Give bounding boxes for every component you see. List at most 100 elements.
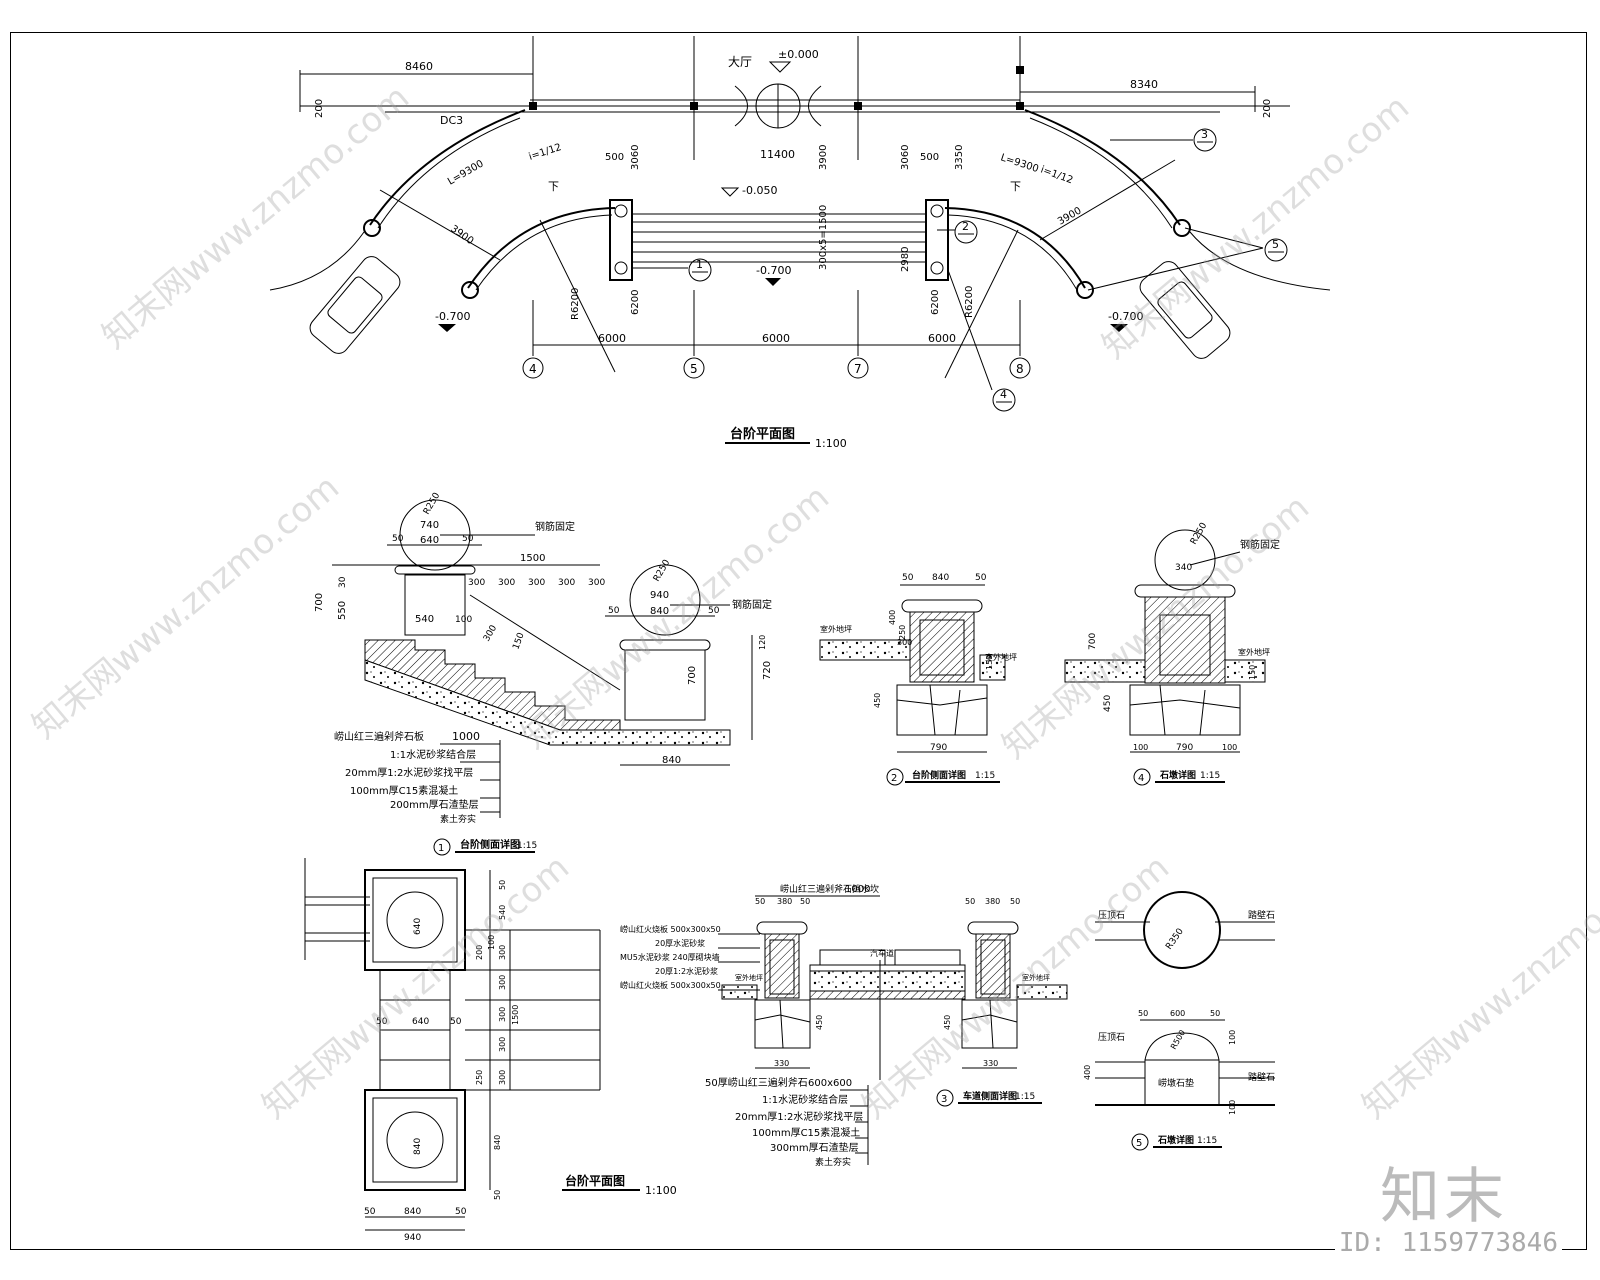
svg-text:20厚1:2水泥砂浆: 20厚1:2水泥砂浆 (655, 966, 718, 976)
door-tag: DC3 (440, 114, 463, 127)
level-left-low: -0.700 (435, 310, 470, 323)
bollard (1173, 219, 1191, 237)
dim-2980: 2980 (900, 247, 911, 272)
svg-text:940: 940 (404, 1233, 421, 1243)
svg-text:1000: 1000 (845, 884, 870, 895)
svg-text:600x600: 600x600 (808, 1078, 852, 1089)
svg-text:50: 50 (800, 897, 810, 906)
svg-text:120: 120 (758, 635, 767, 650)
svg-text:20厚水泥砂浆: 20厚水泥砂浆 (655, 938, 705, 948)
dim-500: 500 (605, 152, 624, 163)
section-1-stair-side: R250 740 640 50 50 钢筋固定 1500 300 300 300… (314, 491, 773, 856)
svg-text:崂山红三遍剁斧石挡水坎: 崂山红三遍剁斧石挡水坎 (780, 883, 879, 895)
svg-text:300: 300 (498, 1037, 507, 1052)
svg-text:940: 940 (650, 590, 669, 601)
svg-text:50: 50 (493, 1190, 502, 1200)
svg-text:400: 400 (888, 610, 897, 625)
svg-text:300: 300 (468, 578, 485, 588)
svg-text:50: 50 (1138, 1009, 1148, 1018)
svg-text:3: 3 (1201, 128, 1208, 141)
svg-text:8: 8 (1016, 362, 1024, 376)
svg-text:钢筋固定: 钢筋固定 (1240, 538, 1280, 551)
svg-text:380: 380 (777, 897, 792, 906)
svg-text:300: 300 (897, 638, 912, 647)
section-2-stair-side: 840 50 50 400 250 300 450 150 室外地坪 室外地坪 … (819, 573, 1017, 786)
level-top: ±0.000 (778, 48, 819, 61)
center-stairs (609, 199, 949, 281)
svg-text:1:100: 1:100 (645, 1184, 677, 1197)
svg-text:50: 50 (608, 606, 620, 616)
bollard (1076, 281, 1094, 299)
svg-text:素土夯实: 素土夯实 (815, 1156, 851, 1168)
grid-marker-7: 7 (847, 357, 869, 379)
revolving-door (734, 83, 822, 129)
svg-text:50: 50 (902, 573, 914, 583)
section-3-title: 车道侧面详图 (963, 1090, 1017, 1102)
svg-text:450: 450 (1103, 695, 1113, 712)
svg-text:R500: R500 (1169, 1028, 1187, 1051)
dim-3900: 3900 (818, 145, 829, 170)
svg-text:1:1水泥砂浆结合层: 1:1水泥砂浆结合层 (762, 1093, 848, 1106)
svg-text:100: 100 (487, 935, 496, 950)
svg-text:4: 4 (1000, 388, 1007, 401)
svg-text:380: 380 (985, 897, 1000, 906)
plan-2: 640 840 50 640 50 50 540 200 100 300 300… (304, 858, 677, 1243)
drawing-frame (10, 32, 1587, 1250)
svg-text:200mm厚石渣垫层: 200mm厚石渣垫层 (390, 798, 479, 811)
svg-text:100: 100 (455, 615, 472, 625)
svg-text:700: 700 (314, 593, 325, 612)
svg-text:汽车道: 汽车道 (870, 948, 894, 958)
svg-text:100mm厚C15素混凝土: 100mm厚C15素混凝土 (752, 1126, 860, 1139)
plan-title: 台阶平面图 (730, 426, 795, 442)
section-4-title: 石墩详图 (1159, 769, 1196, 781)
svg-text:1000: 1000 (452, 730, 480, 743)
svg-text:50: 50 (498, 880, 507, 890)
svg-text:50: 50 (1210, 1009, 1220, 1018)
column (854, 102, 862, 110)
plan-main: 8460 8340 200 200 DC3 大厅 ±0.000 3900 L=9… (269, 36, 1331, 450)
svg-text:340: 340 (1175, 563, 1192, 573)
bollard (461, 281, 479, 299)
svg-text:300: 300 (498, 1007, 507, 1022)
svg-text:R250: R250 (422, 491, 443, 517)
section-5-title: 石墩详图 (1157, 1134, 1194, 1146)
column (690, 102, 698, 110)
svg-text:100: 100 (1228, 1030, 1237, 1045)
grid-marker-5: 5 (683, 357, 705, 379)
svg-text:330: 330 (774, 1059, 789, 1068)
svg-text:840: 840 (650, 606, 669, 617)
callout-1: 1 (632, 258, 712, 282)
ramp-right-inner (944, 207, 1086, 289)
svg-text:室外地坪: 室外地坪 (1022, 973, 1050, 982)
svg-text:150: 150 (985, 655, 994, 670)
dim-3900: 3900 (1056, 205, 1084, 227)
brand-logo: 知末 (1380, 1162, 1508, 1232)
svg-text:50: 50 (392, 534, 404, 544)
section-3-driveway: 崂山红三遍剁斧石挡水坎 1000 50 380 50 50 380 50 汽车道… (620, 883, 1068, 1168)
callout-4: 4 (947, 269, 1016, 412)
ramp-left-outer (369, 109, 526, 226)
svg-text:640: 640 (420, 535, 439, 546)
ramp-length: L=9300 (446, 158, 486, 187)
svg-text:20mm厚1:2水泥砂浆找平层: 20mm厚1:2水泥砂浆找平层 (735, 1110, 863, 1123)
column (1016, 66, 1024, 74)
svg-text:崂墩石垫: 崂墩石垫 (1158, 1077, 1194, 1089)
svg-text:1: 1 (438, 843, 444, 854)
svg-text:50: 50 (455, 1207, 467, 1217)
ramp-left-inner (467, 207, 616, 289)
section-5-pier: R350 压顶石 踏壁石 50 600 50 R500 崂墩石垫 压顶石 踏壁石… (1083, 891, 1275, 1151)
svg-text:50厚崂山红三遍剁斧石: 50厚崂山红三遍剁斧石 (705, 1076, 808, 1089)
svg-text:100mm厚C15素混凝土: 100mm厚C15素混凝土 (350, 784, 458, 797)
svg-text:1:15: 1:15 (1200, 771, 1220, 781)
svg-text:室外地坪: 室外地坪 (1238, 647, 1270, 657)
svg-text:室外地坪: 室外地坪 (820, 624, 852, 634)
svg-text:2: 2 (962, 220, 969, 233)
svg-text:素土夯实: 素土夯实 (440, 813, 476, 825)
svg-text:100: 100 (1133, 743, 1148, 752)
svg-text:250: 250 (475, 1070, 484, 1085)
level-stair-low: -0.700 (756, 264, 791, 277)
dim-3060: 3060 (900, 145, 911, 170)
grid-marker-8: 8 (1009, 357, 1031, 379)
dim-6200: 6200 (630, 290, 641, 315)
